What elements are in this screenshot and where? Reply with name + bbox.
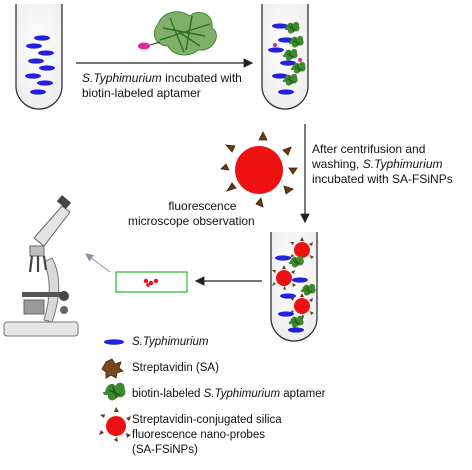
step3-line2: microscope observation bbox=[128, 214, 255, 228]
microscope-illustration bbox=[3, 195, 79, 337]
nanoprobe-icon bbox=[99, 407, 131, 442]
step1-line2: biotin-labeled aptamer bbox=[82, 86, 201, 100]
step2-organism: S.Typhimurium bbox=[362, 157, 443, 171]
test-tube-3 bbox=[270, 232, 318, 342]
legend-nanoprobe-line3: (SA-FSiNPs) bbox=[132, 444, 198, 456]
step2-line3: incubated with SA-FSiNPs bbox=[312, 172, 453, 186]
legend-nanoprobe-label: Streptavidin-conjugated silica fluoresce… bbox=[132, 413, 282, 458]
step1-rest: incubated with bbox=[161, 71, 242, 85]
bacterium-icon bbox=[104, 339, 124, 345]
step3-line1: fluorescence bbox=[168, 199, 237, 213]
legend-bacterium-label: S.Typhimurium bbox=[132, 336, 209, 348]
test-tube-1 bbox=[15, 4, 63, 110]
legend-streptavidin-label: Streptavidin (SA) bbox=[132, 362, 219, 374]
legend-nanoprobe-line2: fluorescence nano-probes bbox=[132, 429, 265, 441]
step2-line1: After centrifusion and bbox=[312, 142, 426, 156]
test-tube-2 bbox=[261, 4, 309, 110]
legend-nanoprobe-line1: Streptavidin-conjugated silica bbox=[132, 414, 282, 426]
aptamer-illustration bbox=[138, 11, 217, 56]
legend-aptamer-post: aptamer bbox=[280, 388, 326, 400]
step1-label: S.Typhimurium incubated with biotin-labe… bbox=[82, 71, 242, 101]
arrow-step4 bbox=[85, 253, 111, 273]
step2-line2-pre: washing, bbox=[312, 157, 363, 171]
aptamer-icon bbox=[102, 381, 127, 402]
tube2-bacteria-aptamer bbox=[268, 21, 307, 95]
legend-aptamer-organism: S.Typhimurium bbox=[203, 388, 281, 400]
legend-aptamer-pre: biotin-labeled bbox=[132, 388, 204, 400]
step1-organism: S.Typhimurium bbox=[82, 71, 162, 85]
step2-label: After centrifusion and washing, S.Typhim… bbox=[312, 142, 453, 187]
nanoprobe-illustration bbox=[220, 131, 298, 208]
step3-label: fluorescence microscope observation bbox=[128, 199, 255, 229]
legend-aptamer-label: biotin-labeled S.Typhimurium aptamer bbox=[132, 387, 325, 402]
microscope-slide bbox=[115, 271, 188, 293]
streptavidin-icon bbox=[101, 358, 124, 379]
